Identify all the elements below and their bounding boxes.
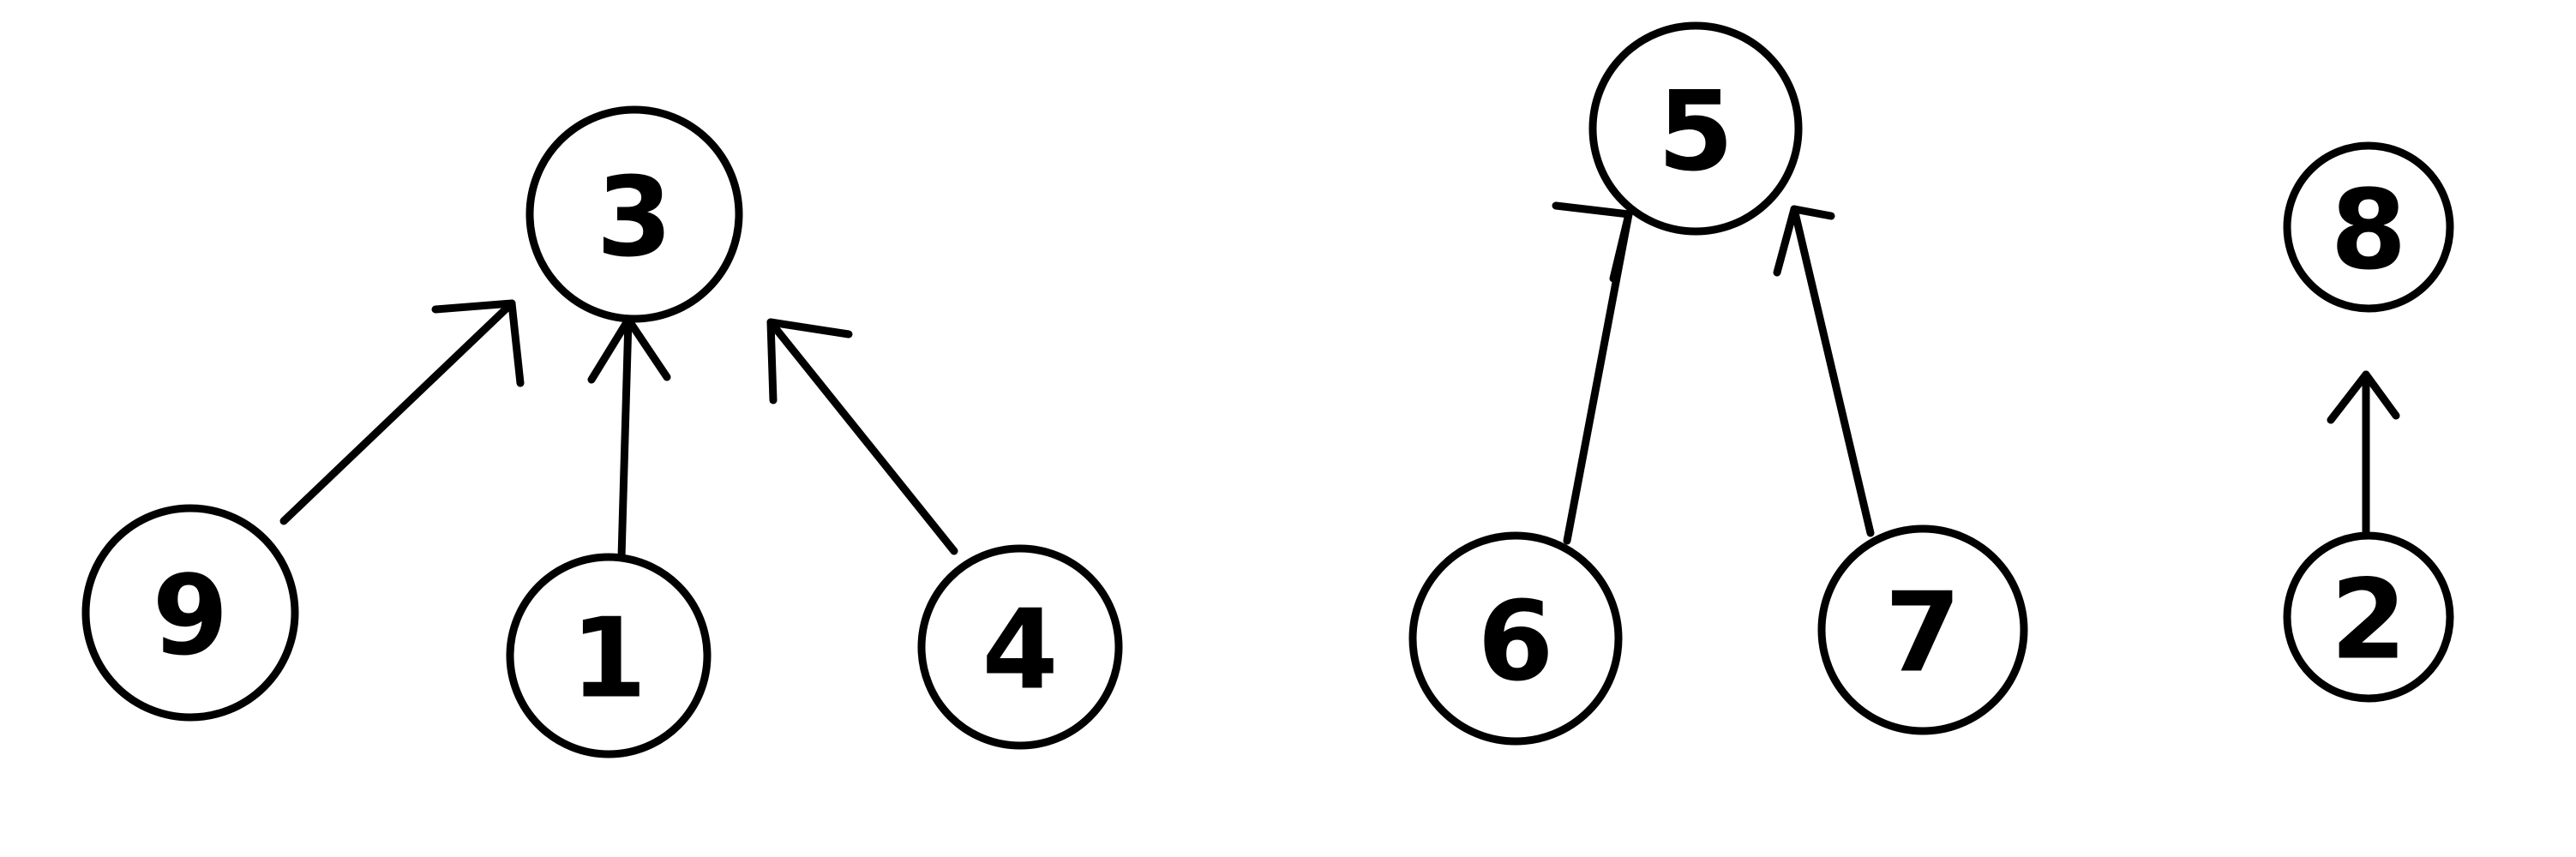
node-5-circle — [1588, 21, 1803, 236]
node-5[interactable]: 5 — [1588, 21, 1803, 236]
node-4[interactable]: 4 — [917, 544, 1123, 750]
node-7-label: 7 — [1884, 570, 1961, 698]
edge-1-to-3[interactable] — [587, 315, 671, 561]
node-9[interactable]: 9 — [81, 504, 299, 722]
node-2[interactable]: 2 — [2283, 531, 2454, 703]
node-5-label: 5 — [1657, 69, 1733, 196]
arrowhead-icon — [766, 318, 853, 405]
node-9-label: 9 — [152, 553, 228, 680]
arrowhead-icon — [431, 299, 525, 387]
node-9-circle — [81, 504, 299, 722]
node-2-circle — [2283, 531, 2454, 703]
node-6-label: 6 — [1477, 578, 1553, 706]
edge-4-to-3[interactable] — [766, 318, 958, 555]
node-8-label: 8 — [2330, 167, 2406, 295]
arrowhead-icon — [587, 315, 671, 384]
arrowhead-icon — [2327, 370, 2400, 424]
node-4-circle — [917, 544, 1123, 750]
node-6[interactable]: 6 — [1408, 531, 1623, 746]
edge-2-to-8[interactable] — [2327, 370, 2400, 536]
node-3-circle — [525, 105, 743, 323]
edge-9-to-3[interactable] — [279, 299, 525, 525]
node-4-label: 4 — [982, 587, 1058, 715]
arrowhead-icon — [1773, 205, 1835, 277]
node-2-label: 2 — [2330, 557, 2406, 685]
edge-6-to-5[interactable] — [1552, 201, 1633, 545]
edge-layer — [279, 201, 2400, 561]
node-7-circle — [1817, 524, 2028, 735]
node-3[interactable]: 3 — [525, 105, 743, 323]
node-7[interactable]: 7 — [1817, 524, 2028, 735]
node-1-circle — [506, 553, 712, 758]
node-1[interactable]: 1 — [506, 553, 712, 758]
node-3-label: 3 — [596, 154, 672, 282]
node-1-label: 1 — [570, 596, 646, 723]
edge-7-to-5[interactable] — [1773, 205, 1875, 537]
node-layer: 3 9 1 4 5 — [81, 21, 2454, 758]
arrowhead-icon — [1552, 201, 1633, 283]
node-8-circle — [2283, 141, 2454, 313]
node-6-circle — [1408, 531, 1623, 746]
node-8[interactable]: 8 — [2283, 141, 2454, 313]
edge-shaft — [1790, 205, 1875, 537]
edge-shaft — [766, 318, 958, 555]
edge-shaft — [279, 299, 516, 525]
edge-shaft — [617, 315, 633, 561]
